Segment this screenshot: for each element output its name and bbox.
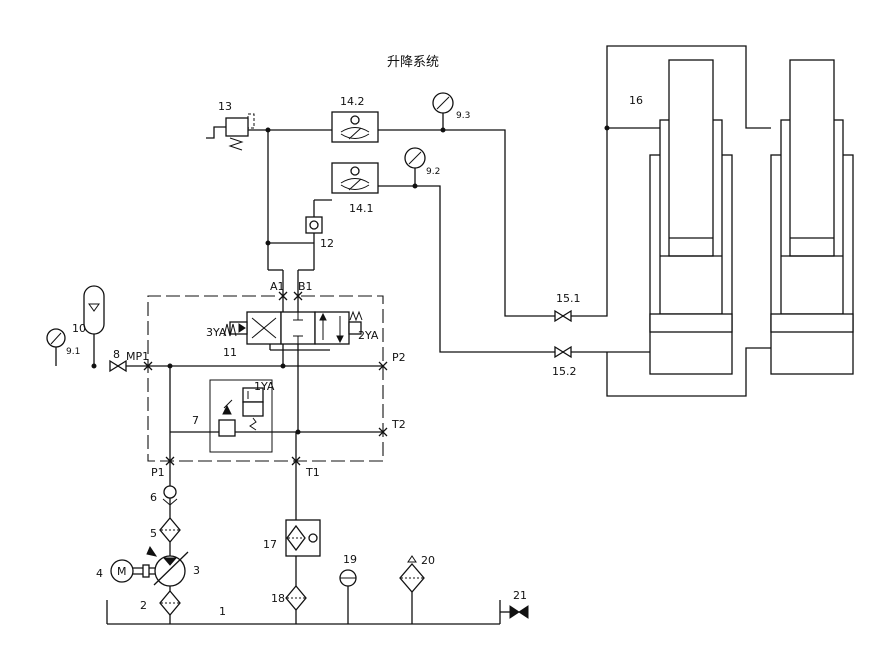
pressure-gauge-9-3 xyxy=(432,92,454,130)
label-5: 5 xyxy=(150,527,157,540)
ball-valve-15-1 xyxy=(554,309,572,323)
label-10: 10 xyxy=(72,322,86,335)
label-4: 4 xyxy=(96,567,103,580)
label-12: 12 xyxy=(320,237,334,250)
ball-valve-15-2 xyxy=(554,345,572,359)
air-filter-20 xyxy=(399,555,425,624)
label-9-2: 9.2 xyxy=(426,167,440,177)
return-filter-17 xyxy=(285,519,321,557)
label-14-1: 14.1 xyxy=(349,202,374,215)
drain-valve-21 xyxy=(500,605,529,619)
label-7: 7 xyxy=(192,414,199,427)
pressure-gauge-9-1 xyxy=(46,328,66,366)
check-valve-6 xyxy=(162,485,178,506)
port-t1: T1 xyxy=(305,466,320,479)
port-b1: B1 xyxy=(298,280,313,293)
port-p2: P2 xyxy=(392,351,406,364)
label-18: 18 xyxy=(271,592,285,605)
motor-letter: M xyxy=(117,565,127,578)
pressure-filter-5 xyxy=(159,516,181,544)
label-15-2: 15.2 xyxy=(552,365,577,378)
throttle-check-14-1 xyxy=(331,162,379,194)
label-1ya: 1YA xyxy=(254,380,275,393)
port-a1: A1 xyxy=(270,280,285,293)
label-19: 19 xyxy=(343,553,357,566)
label-9-1: 9.1 xyxy=(66,347,80,357)
lift-cylinder-right xyxy=(770,59,854,375)
port-p1: P1 xyxy=(151,466,165,479)
label-1: 1 xyxy=(219,605,226,618)
label-13: 13 xyxy=(218,100,232,113)
check-valve-12 xyxy=(305,216,323,234)
directional-valve-11 xyxy=(223,310,363,351)
label-2: 2 xyxy=(140,599,147,612)
label-9-3: 9.3 xyxy=(456,111,470,121)
label-3ya: 3YA xyxy=(206,326,227,339)
label-2ya: 2YA xyxy=(358,329,379,342)
junction-dots xyxy=(91,125,610,435)
lift-cylinder-left xyxy=(649,59,733,375)
label-6: 6 xyxy=(150,491,157,504)
diagram-title: 升降系统 xyxy=(387,55,439,70)
accumulator-10 xyxy=(83,285,105,366)
label-20: 20 xyxy=(421,554,435,567)
throttle-check-14-2 xyxy=(331,111,379,143)
label-3: 3 xyxy=(193,564,200,577)
label-16: 16 xyxy=(629,94,643,107)
label-17: 17 xyxy=(263,538,277,551)
return-filter-18 xyxy=(285,584,307,612)
motor-4: M xyxy=(110,559,155,583)
pressure-gauge-9-2 xyxy=(404,147,426,186)
isolation-valve-8 xyxy=(109,359,127,373)
label-11: 11 xyxy=(223,346,237,359)
label-21: 21 xyxy=(513,589,527,602)
relief-valve-7 xyxy=(209,379,273,453)
valve-manifold-block xyxy=(147,295,384,462)
port-mp1: MP1 xyxy=(126,350,149,363)
pressure-valve-13 xyxy=(206,113,268,151)
label-15-1: 15.1 xyxy=(556,292,581,305)
label-14-2: 14.2 xyxy=(340,95,365,108)
port-t2: T2 xyxy=(391,418,406,431)
label-8: 8 xyxy=(113,348,120,361)
variable-pump-3 xyxy=(146,545,189,587)
level-gauge-19 xyxy=(339,569,357,624)
suction-filter-2 xyxy=(159,589,181,617)
